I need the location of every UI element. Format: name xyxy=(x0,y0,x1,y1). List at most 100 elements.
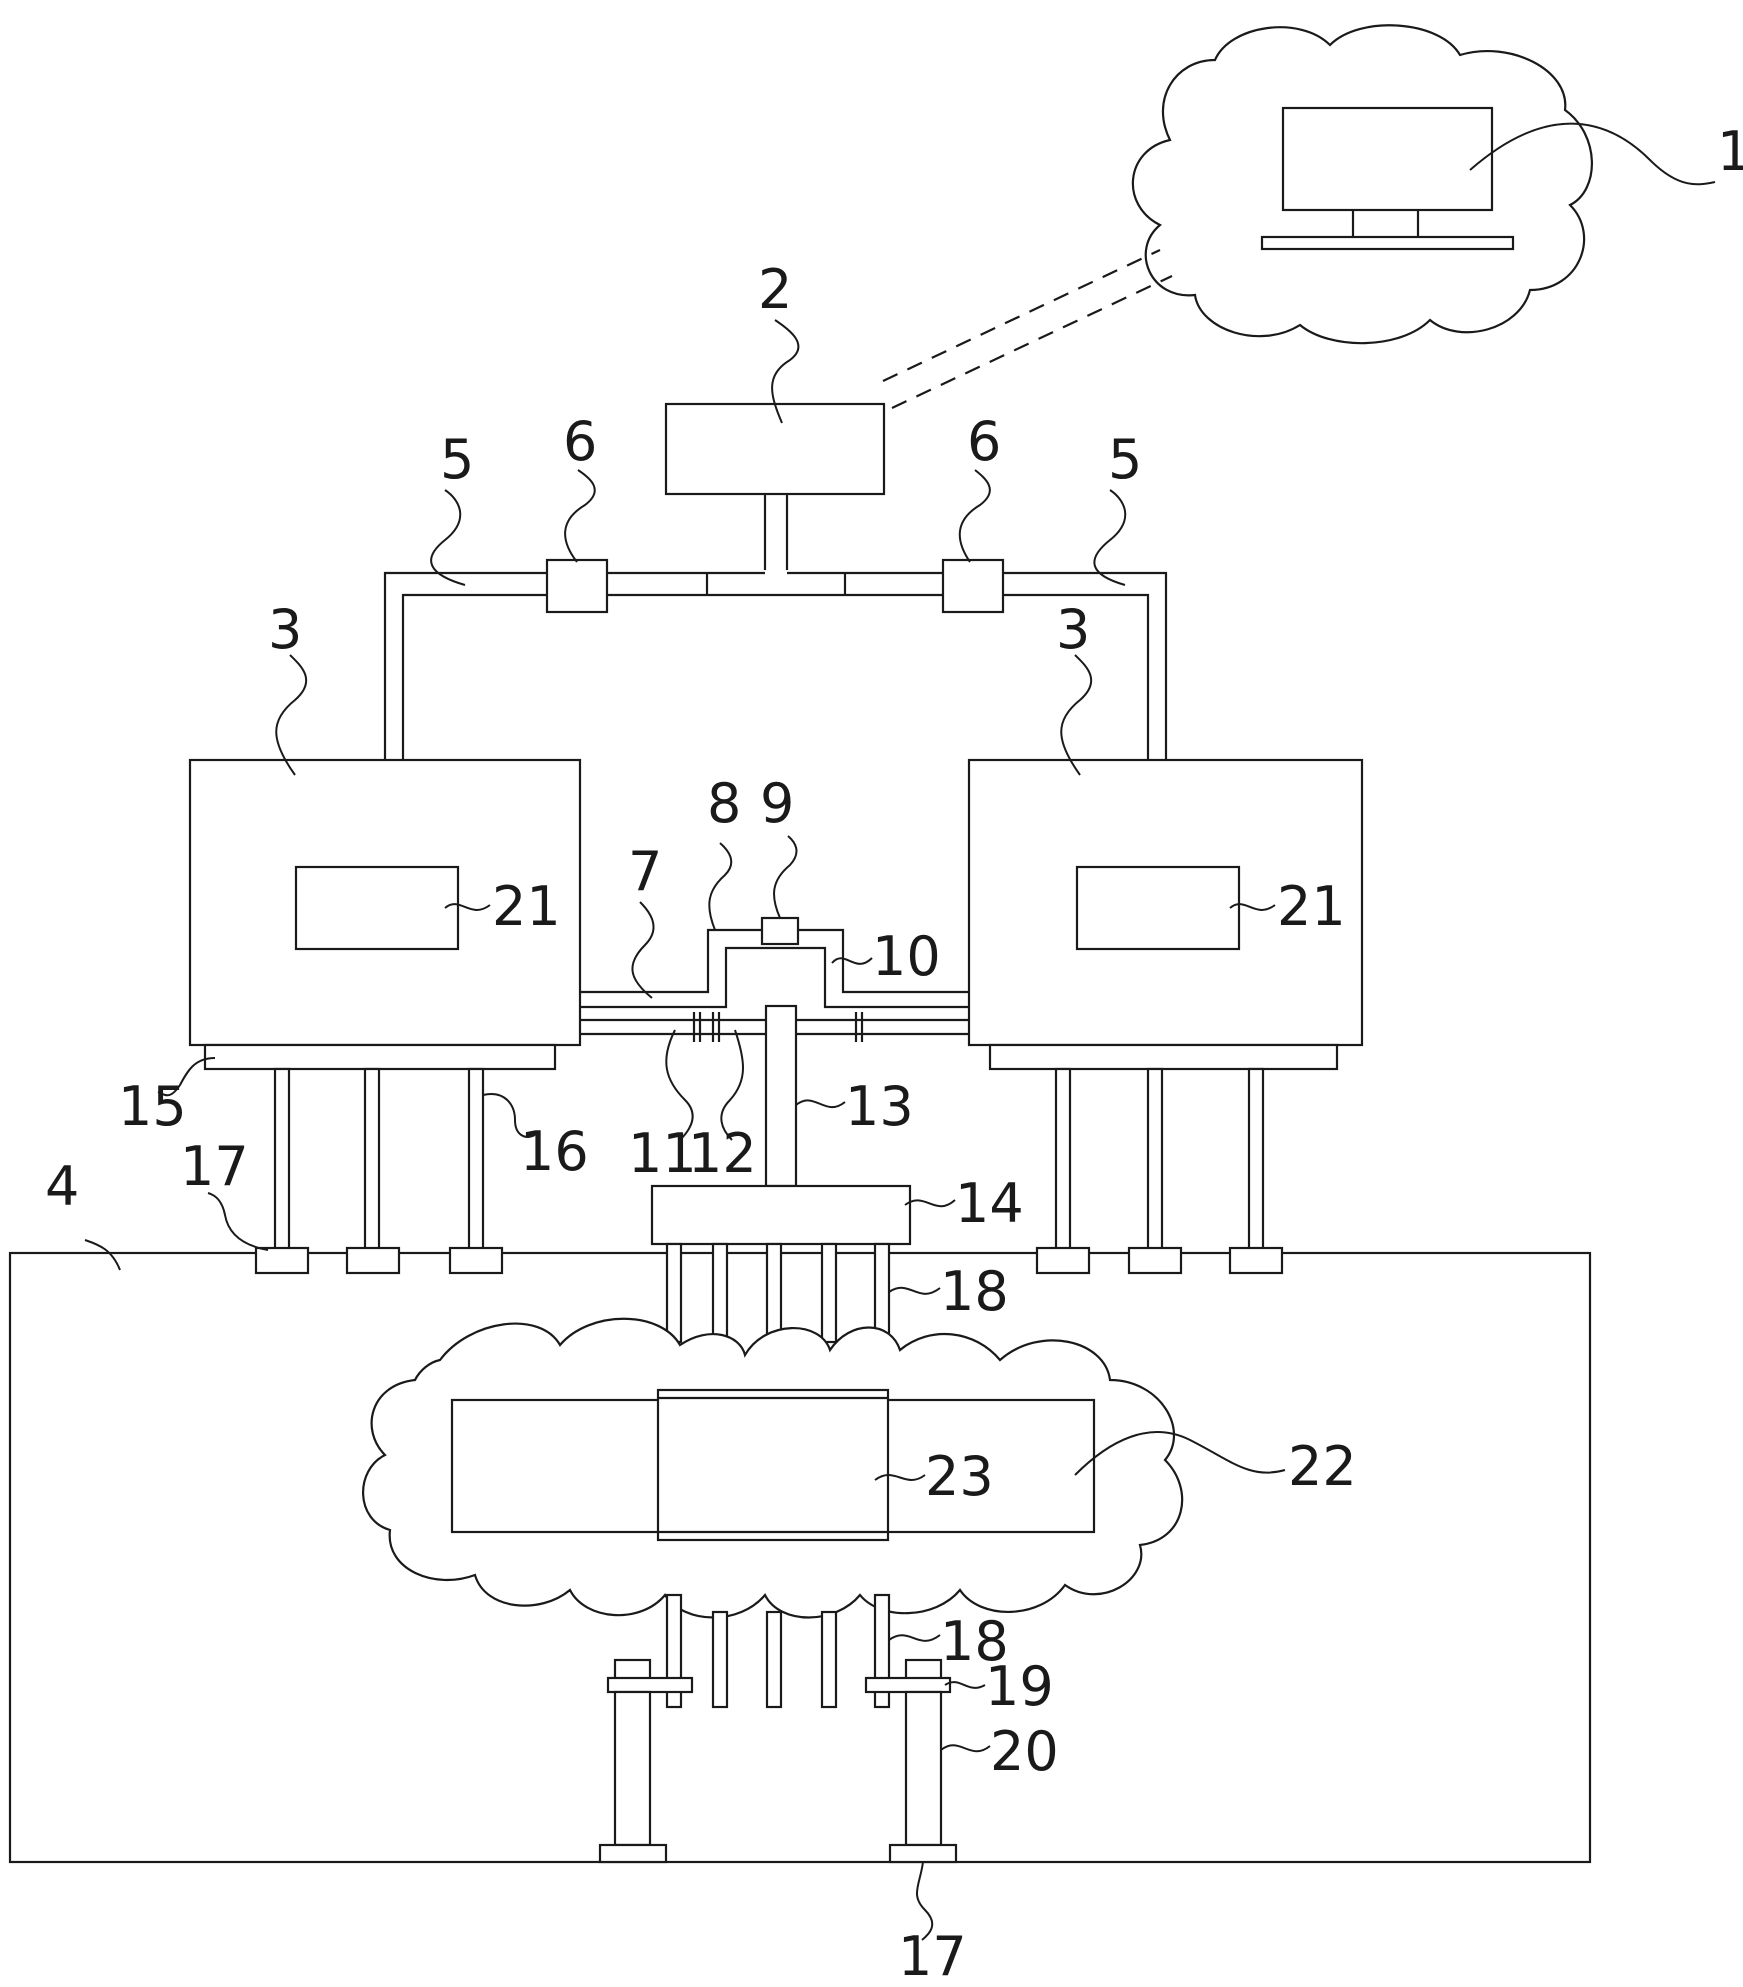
label-20: 20 xyxy=(990,1720,1059,1783)
label-21-left: 21 xyxy=(492,875,561,938)
post-right-shaft xyxy=(904,1690,943,1847)
leader-23 xyxy=(874,1474,926,1481)
leader-21-left xyxy=(444,903,491,911)
leader-6-left xyxy=(564,469,596,563)
leg-left-2 xyxy=(363,1067,381,1254)
label-15: 15 xyxy=(118,1075,187,1138)
label-17-bottom: 17 xyxy=(898,1925,967,1987)
label-9: 9 xyxy=(760,772,794,835)
leader-8 xyxy=(708,842,733,931)
leader-3-left xyxy=(275,654,308,776)
foot-left-2 xyxy=(345,1246,401,1275)
controller-box xyxy=(664,402,886,496)
pipe-network xyxy=(383,571,1168,760)
foot-right-2 xyxy=(1127,1246,1183,1275)
cloud-outline-top xyxy=(1131,24,1593,345)
leader-5-left xyxy=(430,489,466,586)
label-19: 19 xyxy=(985,1655,1054,1718)
flange-right xyxy=(864,1676,952,1694)
label-14: 14 xyxy=(955,1172,1024,1235)
leader-7 xyxy=(631,901,655,999)
computer-cloud: 1 xyxy=(1131,24,1743,345)
leg-left-1 xyxy=(273,1067,291,1254)
label-3-right: 3 xyxy=(1056,598,1090,661)
foot-right-3 xyxy=(1228,1246,1284,1275)
leader-21-right xyxy=(1229,903,1276,911)
leader-17-top xyxy=(207,1192,269,1251)
rod-bottom-3 xyxy=(765,1610,783,1709)
leader-4 xyxy=(84,1239,121,1271)
pipe-inner xyxy=(401,593,1150,760)
legs-left xyxy=(273,1067,485,1254)
rod-bottom-4 xyxy=(820,1610,838,1709)
label-18-bottom: 18 xyxy=(940,1610,1009,1673)
label-13: 13 xyxy=(845,1075,914,1138)
leader-3-right xyxy=(1060,654,1093,776)
leader-15 xyxy=(157,1057,216,1097)
leader-13 xyxy=(795,1099,846,1109)
flange-left xyxy=(606,1676,694,1694)
rod-top-5 xyxy=(873,1242,891,1344)
leg-right-1 xyxy=(1054,1067,1072,1254)
leader-18-bottom xyxy=(888,1634,941,1642)
rod-top-3 xyxy=(765,1242,783,1344)
screen-left xyxy=(294,865,460,951)
wireless-link-upper xyxy=(882,249,1161,382)
legs-right xyxy=(1054,1067,1265,1254)
leg-right-3 xyxy=(1247,1067,1265,1254)
label-23: 23 xyxy=(925,1445,994,1508)
label-4: 4 xyxy=(45,1155,79,1218)
label-6-left: 6 xyxy=(563,410,597,473)
post-left-shaft xyxy=(613,1690,652,1847)
foot-left-3 xyxy=(448,1246,504,1275)
leader-2 xyxy=(771,319,800,424)
part-9 xyxy=(760,916,800,946)
label-10: 10 xyxy=(872,925,941,988)
foot-bottom-left xyxy=(598,1843,668,1864)
label-21-right: 21 xyxy=(1277,875,1346,938)
label-6-right: 6 xyxy=(967,410,1001,473)
label-5-left: 5 xyxy=(440,428,474,491)
label-12: 12 xyxy=(688,1122,757,1185)
label-22: 22 xyxy=(1288,1435,1357,1498)
leader-11 xyxy=(665,1029,694,1141)
leg-left-3 xyxy=(467,1067,485,1254)
leader-6-right xyxy=(958,469,991,563)
valve-left xyxy=(545,558,609,614)
leader-14 xyxy=(904,1199,956,1208)
frame-15-right xyxy=(988,1043,1339,1071)
leader-18-top xyxy=(888,1286,941,1295)
valve-right xyxy=(941,558,1005,614)
label-3-left: 3 xyxy=(268,598,302,661)
post-left xyxy=(598,1658,694,1864)
leader-9 xyxy=(773,835,798,919)
sample-23 xyxy=(656,1388,890,1542)
label-1: 1 xyxy=(1717,120,1743,183)
label-7: 7 xyxy=(628,840,662,903)
connector-11 xyxy=(692,1012,702,1042)
leader-19 xyxy=(944,1681,986,1689)
rod-bottom-2 xyxy=(711,1610,729,1709)
leader-20 xyxy=(940,1744,991,1753)
post-right xyxy=(864,1658,958,1864)
foot-right-1 xyxy=(1035,1246,1091,1275)
plate-14 xyxy=(650,1184,912,1246)
foot-left-1 xyxy=(254,1246,310,1275)
connector-right xyxy=(854,1012,864,1042)
leader-22 xyxy=(1074,1431,1286,1476)
label-5-right: 5 xyxy=(1108,428,1142,491)
rod-top-2 xyxy=(711,1242,729,1344)
label-16: 16 xyxy=(520,1120,589,1183)
wireless-link-lower xyxy=(891,275,1173,409)
screen-right xyxy=(1075,865,1241,951)
feet-top xyxy=(254,1246,1284,1275)
computer-monitor xyxy=(1281,106,1494,212)
leader-10 xyxy=(831,957,873,965)
column-13 xyxy=(764,1004,798,1188)
label-11: 11 xyxy=(628,1122,697,1185)
connector-12 xyxy=(711,1012,721,1042)
leader-5-right xyxy=(1093,489,1127,586)
leader-17-bottom xyxy=(915,1861,934,1941)
label-17-top: 17 xyxy=(180,1135,249,1198)
